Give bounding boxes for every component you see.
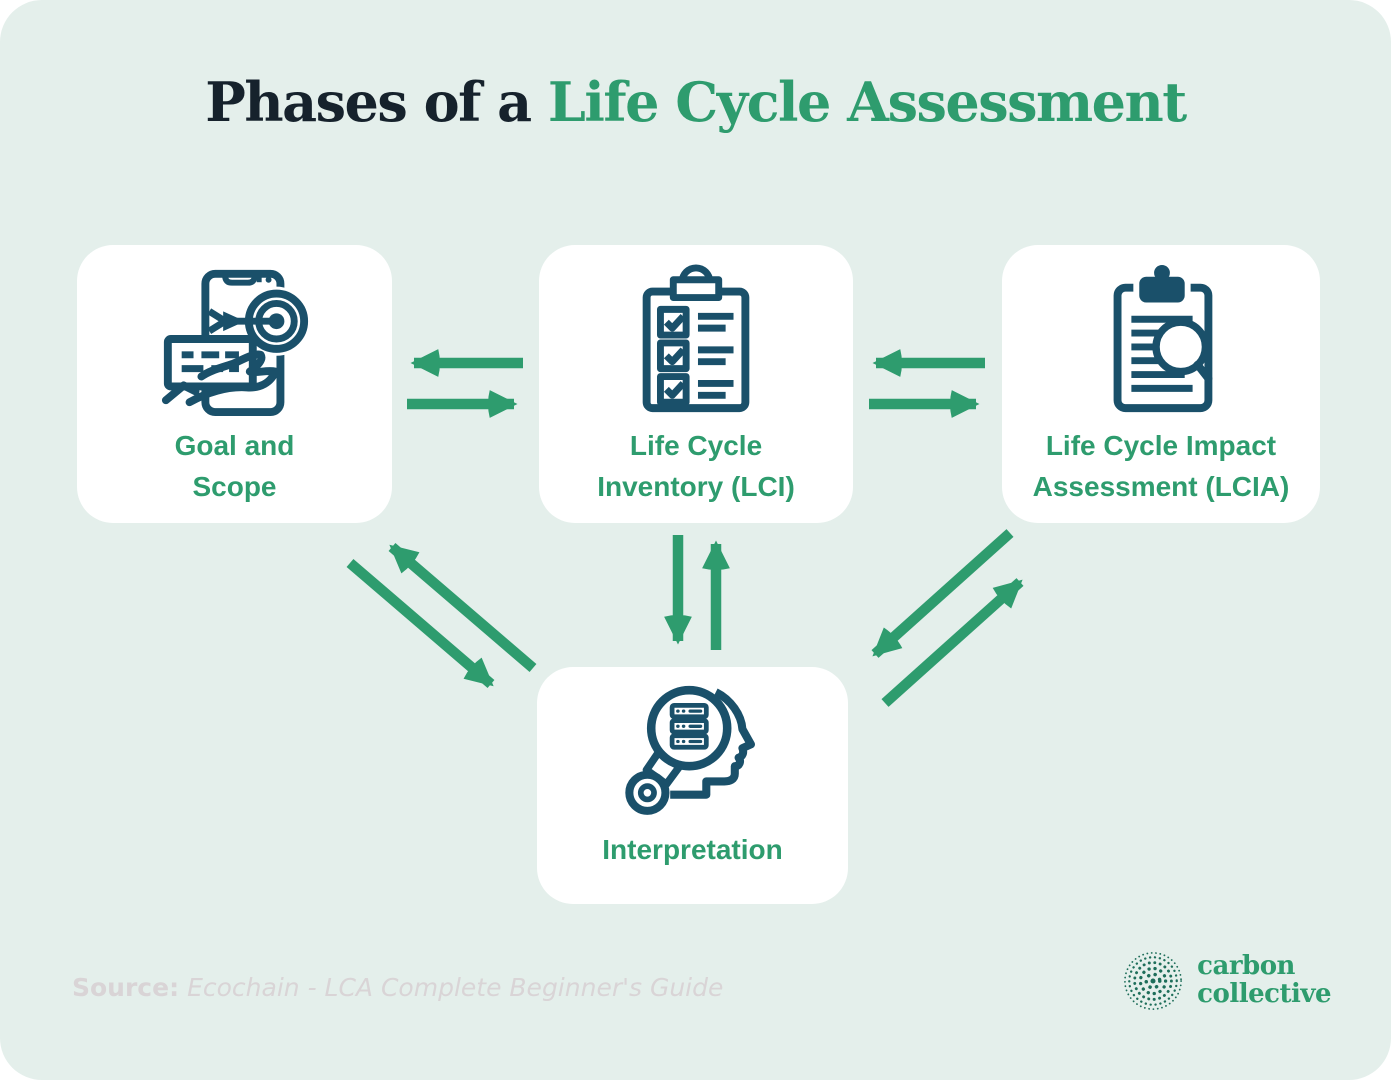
arrow-lcia-to-interpretation — [871, 529, 1014, 658]
phase-card-goal-and-scope: Goal and Scope — [77, 245, 392, 523]
phase-label-line1: Life Cycle — [629, 430, 763, 461]
arrow-interpretation-to-goal — [388, 543, 537, 672]
phase-card-life-cycle-inventory: Life Cycle Inventory (LCI) — [539, 245, 853, 523]
source-label: Source: — [72, 973, 180, 1002]
clipboard-checklist-icon — [642, 264, 750, 413]
phone-target-hand-icon — [161, 269, 311, 417]
head-gear-magnifier-icon — [624, 685, 755, 815]
phase-label-line2: Scope — [192, 471, 277, 503]
phase-label-line2: Inventory (LCI) — [597, 471, 795, 503]
phase-card-interpretation: Interpretation — [537, 667, 848, 904]
logo-wordmark: carbon collective — [1197, 953, 1331, 1008]
phase-label-line2: Assessment (LCIA) — [1032, 471, 1290, 503]
phase-label: Goal and Scope — [175, 425, 295, 508]
arrow-goal-to-interpretation — [346, 559, 495, 688]
source-text: Ecochain - LCA Complete Beginner's Guide — [187, 973, 724, 1002]
arrow-interpretation-to-lcia — [881, 578, 1024, 707]
phase-card-life-cycle-impact-assessment: Life Cycle Impact Assessment (LCIA) — [1002, 245, 1320, 523]
phase-label-line1: Goal and — [174, 430, 295, 461]
dotted-sphere-icon — [1124, 952, 1183, 1010]
source-line: Source:Ecochain - LCA Complete Beginner'… — [72, 973, 723, 1002]
title-prefix: Phases of a — [205, 70, 548, 134]
clipboard-magnifier-icon — [1113, 264, 1213, 413]
phase-label: Life Cycle Impact Assessment (LCIA) — [1033, 425, 1290, 508]
carbon-collective-logo: carbon collective — [1122, 950, 1331, 1012]
phase-label-line1: Interpretation — [602, 834, 783, 865]
page-title: Phases of a Life Cycle Assessment — [0, 70, 1391, 134]
phase-label: Life Cycle Inventory (LCI) — [597, 425, 795, 508]
phase-label: Interpretation — [602, 829, 782, 870]
logo-word-collective: collective — [1197, 979, 1331, 1009]
phase-label-line1: Life Cycle Impact — [1045, 430, 1277, 461]
title-highlight: Life Cycle Assessment — [547, 70, 1187, 134]
logo-word-carbon: carbon — [1197, 951, 1295, 982]
